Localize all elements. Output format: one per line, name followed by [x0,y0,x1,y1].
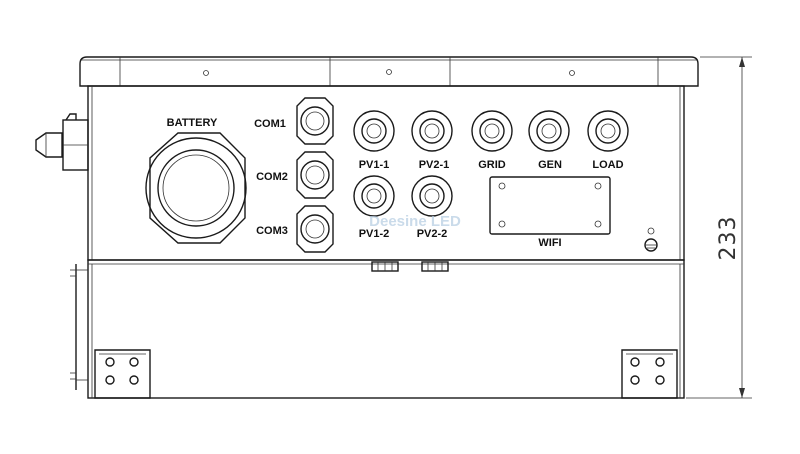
com2-label: COM2 [256,171,288,183]
bottom-connector-right-icon [421,261,449,272]
wifi-label: WIFI [538,237,561,249]
lid-screw-icon [203,70,209,76]
height-dimension-label: 233 [716,216,741,261]
pv1-2-gland-icon [353,175,395,217]
com2-gland-icon [296,151,334,199]
lid-screw-icon [569,70,575,76]
load-label: LOAD [592,159,623,171]
com1-label: COM1 [254,118,286,130]
load-gland-icon [587,110,629,152]
height-dimension [686,56,752,399]
left-mounting-bracket [94,349,151,399]
gen-gland-icon [528,110,570,152]
lid-screw-icon [386,69,392,75]
bottom-connector-left-icon [371,261,399,272]
dc-switch-icon [35,113,89,171]
com1-gland-icon [296,97,334,145]
ground-icon [644,227,658,252]
com3-label: COM3 [256,225,288,237]
pv2-2-gland-icon [411,175,453,217]
watermark-text: Deesine LED [369,213,461,230]
battery-label: BATTERY [167,117,218,129]
top-lid [79,56,699,87]
pv1-1-label: PV1-1 [359,159,390,171]
gen-label: GEN [538,159,562,171]
pv2-1-gland-icon [411,110,453,152]
wifi-cover-plate [489,176,611,235]
grid-gland-icon [471,110,513,152]
pv2-1-label: PV2-1 [419,159,450,171]
pv1-2-label: PV1-2 [359,228,390,240]
com3-gland-icon [296,205,334,253]
battery-gland-icon [145,132,247,244]
main-body [70,85,685,399]
pv1-1-gland-icon [353,110,395,152]
pv2-2-label: PV2-2 [417,228,448,240]
right-mounting-bracket [621,349,678,399]
grid-label: GRID [478,159,506,171]
